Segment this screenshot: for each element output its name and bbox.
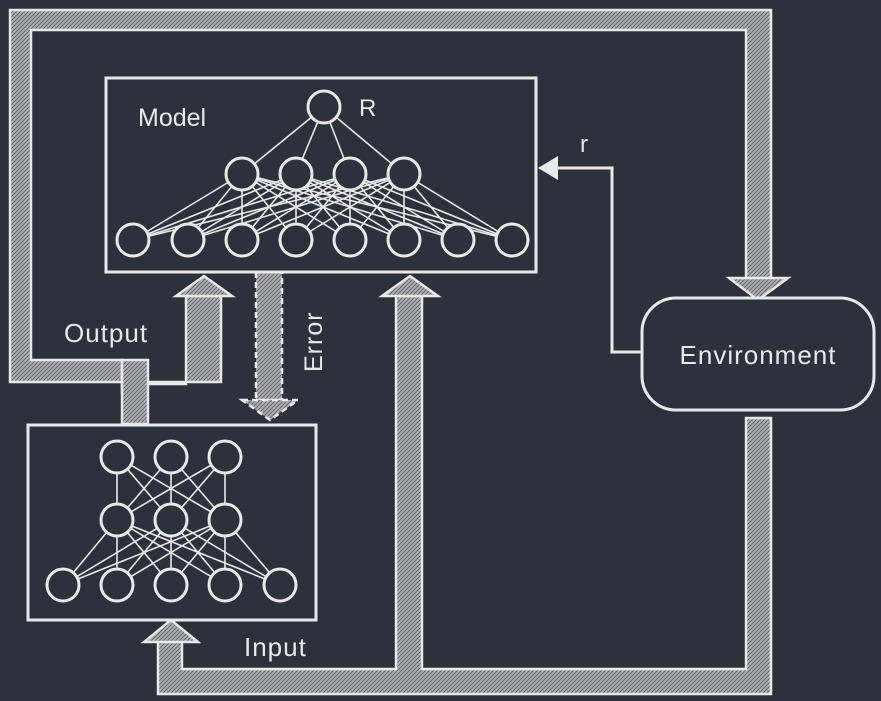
model-node-layer-2 [386, 222, 422, 258]
model-node-layer-1 [332, 156, 368, 192]
controller-node-layer-1 [153, 502, 189, 538]
model-node-layer-0 [306, 89, 342, 125]
controller-connection [62, 519, 226, 586]
controller-node-layer-2 [99, 567, 135, 603]
controller-box [26, 423, 318, 622]
reward-arrow [538, 156, 558, 180]
model-label: Model [138, 104, 206, 132]
reward-signal: r [538, 131, 656, 354]
environment-down-arrow [725, 276, 792, 302]
reward-label: r [580, 131, 588, 158]
controller-node-layer-2 [207, 567, 243, 603]
model-node-layer-1 [278, 156, 314, 192]
environment-label: Environment [680, 340, 837, 370]
controller-node-layer-0 [207, 439, 243, 475]
output-feedback-pipe [8, 8, 792, 394]
controller-connection [116, 519, 226, 586]
error-label: Error [300, 311, 328, 372]
model-connection [132, 173, 243, 241]
controller-node-layer-0 [153, 439, 189, 475]
model-node-layer-1 [386, 156, 422, 192]
model-node-layer-1 [224, 156, 260, 192]
model-connection [187, 173, 405, 241]
error-down-arrow [238, 398, 302, 422]
model-connection [403, 173, 513, 241]
controller-connection [62, 519, 172, 586]
controller-connection [116, 456, 226, 521]
model-network [115, 89, 530, 258]
model-node-layer-2 [440, 222, 476, 258]
error-pipe [238, 272, 302, 422]
controller-node-layer-2 [262, 567, 298, 603]
input-channel [156, 294, 773, 696]
model-node-layer-2 [115, 222, 151, 258]
model-node-layer-2 [278, 222, 314, 258]
model-node-layer-2 [494, 222, 530, 258]
controller-network [45, 439, 298, 603]
output-up-arrow [172, 274, 236, 298]
output-label: Output [64, 318, 148, 348]
model-connection [132, 173, 351, 241]
controller-node-layer-1 [207, 502, 243, 538]
model-connection [132, 173, 297, 241]
model-connection [241, 173, 405, 241]
model-node-layer-2 [170, 222, 206, 258]
output-channel [120, 294, 223, 426]
controller-node-layer-0 [99, 439, 135, 475]
model-box: Model R [104, 76, 538, 274]
controller-node-layer-1 [99, 502, 135, 538]
input-up-arrow-network [140, 618, 202, 644]
model-output-label: R [359, 95, 376, 122]
controller-node-layer-2 [153, 567, 189, 603]
model-connection [295, 173, 405, 241]
model-connection [241, 106, 325, 175]
input-up-arrow-model [378, 274, 442, 298]
model-node-layer-2 [224, 222, 260, 258]
controller-node-layer-2 [45, 567, 81, 603]
environment-frame [640, 296, 876, 412]
environment-node: Environment [640, 296, 876, 412]
input-label: Input [244, 632, 307, 662]
model-node-layer-2 [332, 222, 368, 258]
error-channel [254, 272, 284, 402]
input-pipe [140, 274, 773, 696]
reward-line [558, 166, 656, 354]
output-pipe [120, 274, 236, 426]
